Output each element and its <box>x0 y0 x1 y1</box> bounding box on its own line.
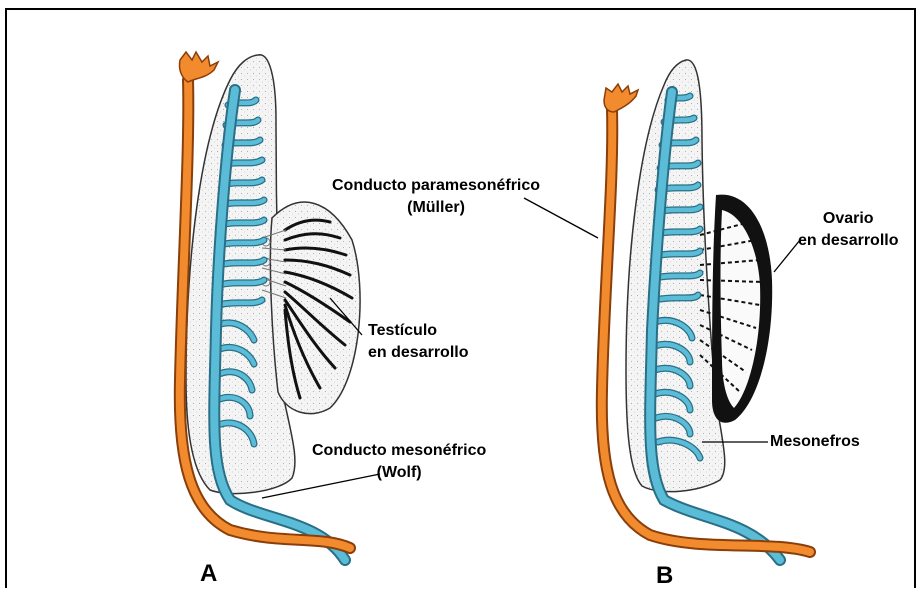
label-paramesonephric-line2: (Müller) <box>332 197 540 219</box>
label-mesonephric-duct: Conducto mesonéfrico (Wolf) <box>312 440 486 484</box>
panel-letter-b: B <box>656 562 673 590</box>
label-ovary-line2: en desarrollo <box>798 230 898 252</box>
label-mesonephros: Mesonefros <box>770 431 860 453</box>
label-paramesonephric-line1: Conducto paramesonéfrico <box>332 175 540 197</box>
label-testis-line2: en desarrollo <box>368 342 468 364</box>
label-mesonephric-line1: Conducto mesonéfrico <box>312 440 486 462</box>
leader-ovary <box>774 240 800 272</box>
fimbria-a <box>179 52 218 82</box>
label-testis-line1: Testículo <box>368 320 468 342</box>
fimbria-b <box>604 84 638 112</box>
panel-letter-a: A <box>200 560 217 588</box>
label-testis: Testículo en desarrollo <box>368 320 468 364</box>
label-ovary-line1: Ovario <box>798 208 898 230</box>
panel-b-diagram <box>602 60 810 560</box>
label-mesonephric-line2: (Wolf) <box>312 462 486 484</box>
label-ovary: Ovario en desarrollo <box>798 208 898 252</box>
label-paramesonephric-duct: Conducto paramesonéfrico (Müller) <box>332 175 540 219</box>
